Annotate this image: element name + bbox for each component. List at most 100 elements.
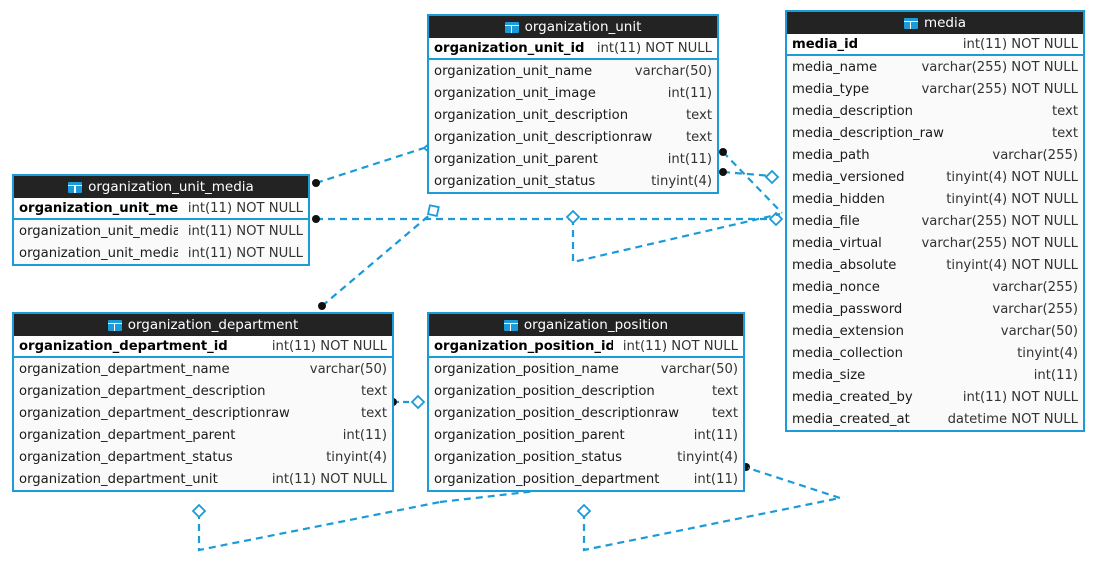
primary-key-row[interactable]: organization_department_id int(11) NOT NU… [14,336,392,358]
column-row[interactable]: media_collection tinyint(4) [787,342,1083,364]
column-type: int(11) [667,151,712,167]
column-name: organization_department_unit [19,471,218,487]
column-type: varchar(255) [992,147,1078,163]
column-type: text [685,129,712,145]
column-type: int(11) [342,427,387,443]
column-type: varchar(50) [1000,323,1078,339]
column-name: organization_position_name [434,361,619,377]
column-type: int(11) NOT NULL [962,389,1078,405]
column-name: organization_unit_media_dst [19,245,178,261]
table-title: organization_unit [524,19,642,35]
column-name: media_hidden [792,191,885,207]
table-header-organization_unit_media[interactable]: organization_unit_media [14,176,308,198]
column-name: organization_department_id [19,338,228,354]
relationship-unit-media-dst-to-media [312,211,784,227]
column-name: organization_unit_image [434,85,596,101]
column-type: varchar(255) [992,301,1078,317]
column-name: media_size [792,367,866,383]
column-name: media_name [792,59,878,75]
column-type: varchar(255) [992,279,1078,295]
relationship-unit-image-to-media [719,148,783,214]
column-name: media_versioned [792,169,905,185]
column-name: media_collection [792,345,903,361]
column-row[interactable]: media_name varchar(255) NOT NULL [787,56,1083,78]
column-type: int(11) NOT NULL [187,200,303,216]
column-type: int(11) NOT NULL [187,245,303,261]
column-name: media_created_at [792,411,910,427]
column-type: varchar(50) [660,361,738,377]
table-header-organization_unit[interactable]: organization_unit [429,16,717,38]
table-title: media [923,15,967,31]
column-name: organization_department_parent [19,427,236,443]
column-type: int(11) NOT NULL [271,338,387,354]
column-type: int(11) [1033,367,1078,383]
column-type: tinyint(4) [1017,345,1078,361]
column-row[interactable]: organization_department_parent int(11) [14,424,392,446]
columns-list: media_name varchar(255) NOT NULL media_typ… [787,56,1083,430]
column-row[interactable]: organization_position_name varchar(50) [429,358,743,380]
relationship-unit-media-src-to-unit [312,141,438,187]
column-row[interactable]: media_size int(11) [787,364,1083,386]
column-type: text [360,383,387,399]
column-name: organization_unit_description [434,107,629,123]
relationship-unit-bottom-to-media [565,209,781,264]
column-type: int(11) [693,471,738,487]
table-header-organization_position[interactable]: organization_position [429,314,743,336]
relationship-department-to-unit [318,204,440,310]
column-row[interactable]: organization_position_department int(11) [429,468,743,490]
column-name: organization_position_department [434,471,660,487]
column-row[interactable]: organization_unit_media_srcint(11) NOT N… [14,220,308,242]
column-row[interactable]: organization_unit_media_dst int(11) NOT N… [14,242,308,264]
table-icon [903,17,918,29]
table-header-organization_department[interactable]: organization_department [14,314,392,336]
primary-key-row[interactable]: media_id int(11) NOT NULL [787,34,1083,56]
table-header-media[interactable]: media [787,12,1083,34]
column-name: organization_position_description [434,383,655,399]
column-type: int(11) [693,427,738,443]
column-name: media_id [792,36,859,52]
column-type: text [1051,103,1078,119]
column-type: varchar(255) NOT NULL [921,59,1079,75]
table-icon [504,21,519,33]
column-type: int(11) NOT NULL [962,36,1078,52]
